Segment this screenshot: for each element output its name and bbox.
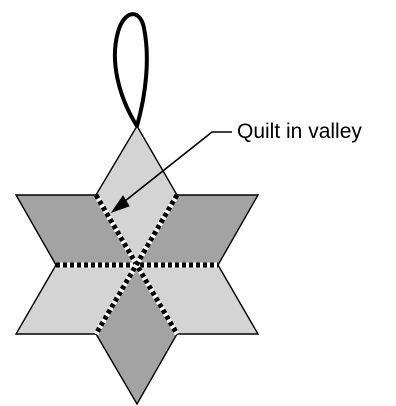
hanging-loop-icon (115, 14, 147, 126)
callout-label: Quilt in valley (237, 119, 362, 145)
